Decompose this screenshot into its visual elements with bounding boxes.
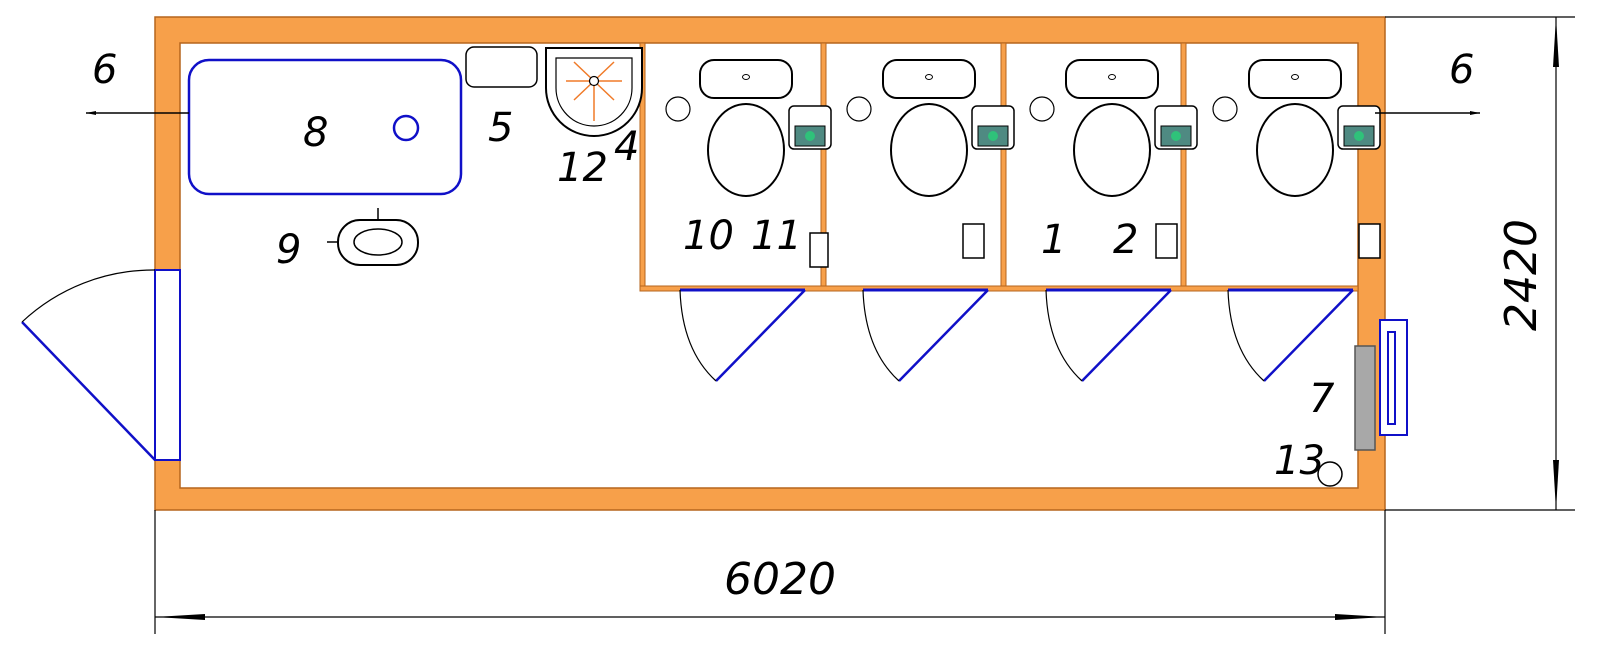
toilet-icon (699, 59, 793, 197)
dimension-width-label: 6020 (724, 554, 836, 605)
dimension-height-label: 2420 (1496, 219, 1547, 331)
toilet-icon (882, 59, 976, 197)
dimension-height: 2420 (1385, 16, 1575, 511)
floor-drain-icon (846, 96, 872, 122)
cabin-door-3 (1045, 288, 1172, 382)
cabin-door-4 (1227, 288, 1354, 382)
toilets (665, 59, 1381, 268)
cabinet-icon (465, 46, 538, 88)
callout-7: 7 (1309, 376, 1335, 422)
callout-1: 1 (1041, 217, 1066, 263)
section-line: 6 6 (86, 47, 1480, 115)
door-swing-icon (679, 289, 717, 382)
window-icon (1379, 319, 1408, 436)
cabin-door-1 (679, 288, 806, 382)
partition-wall-3 (1000, 42, 1007, 292)
callout-8: 8 (303, 110, 328, 156)
window (1379, 319, 1408, 436)
door-swing-icon (1045, 289, 1083, 382)
floor-drain-icon (1029, 96, 1055, 122)
door-swing-icon (21, 269, 156, 323)
washbasin-icon (327, 208, 419, 266)
paper-holder-icon (1358, 223, 1381, 259)
paper-holder-icon (809, 232, 829, 268)
callout-12: 12 (557, 145, 608, 191)
callout-4: 4 (614, 124, 639, 170)
callout-11: 11 (751, 213, 802, 259)
cabin-door-2 (862, 288, 989, 382)
paper-holder-icon (1155, 223, 1178, 259)
floor-drain-icon (665, 96, 691, 122)
door-leaf (1081, 289, 1172, 382)
callout-2: 2 (1113, 217, 1138, 263)
entrance-door (21, 269, 181, 461)
wash-trough-icon (187, 58, 463, 196)
tank-icon (788, 105, 832, 150)
cabin-doors (679, 288, 1354, 382)
door-leaf (898, 289, 989, 382)
floor-drain-icon (1212, 96, 1238, 122)
floor-drain-icon (1317, 461, 1343, 487)
callout-9: 9 (276, 227, 301, 273)
heater-icon (1354, 345, 1376, 451)
door-leaf (21, 321, 156, 461)
door-swing-icon (862, 289, 900, 382)
window-glass (1387, 331, 1396, 425)
tank-icon (971, 105, 1015, 150)
door-swing-icon (1227, 289, 1265, 382)
callout-13: 13 (1274, 438, 1325, 484)
callout-5: 5 (488, 105, 513, 151)
door-leaf (1263, 289, 1354, 382)
partition-wall-4 (1180, 42, 1187, 292)
section-label-right: 6 (1449, 47, 1474, 93)
tank-icon (1154, 105, 1198, 150)
paper-holder-icon (962, 223, 985, 259)
tank-icon (1337, 105, 1381, 150)
cabin-partitions (639, 42, 1359, 292)
shower-tray-icon (545, 47, 643, 137)
section-label-left: 6 (92, 47, 117, 93)
callouts: 8 5 4 12 9 10 11 1 2 7 13 (276, 105, 1335, 484)
cabin-front-wall (639, 285, 1359, 292)
washroom-fixtures (187, 46, 1376, 487)
dimension-width: 6020 (154, 510, 1386, 634)
door-leaf (715, 289, 806, 382)
toilet-icon (1248, 59, 1342, 197)
callout-10: 10 (683, 213, 734, 259)
door-frame-icon (154, 269, 181, 461)
toilet-icon (1065, 59, 1159, 197)
drain-hole-icon (392, 114, 420, 142)
